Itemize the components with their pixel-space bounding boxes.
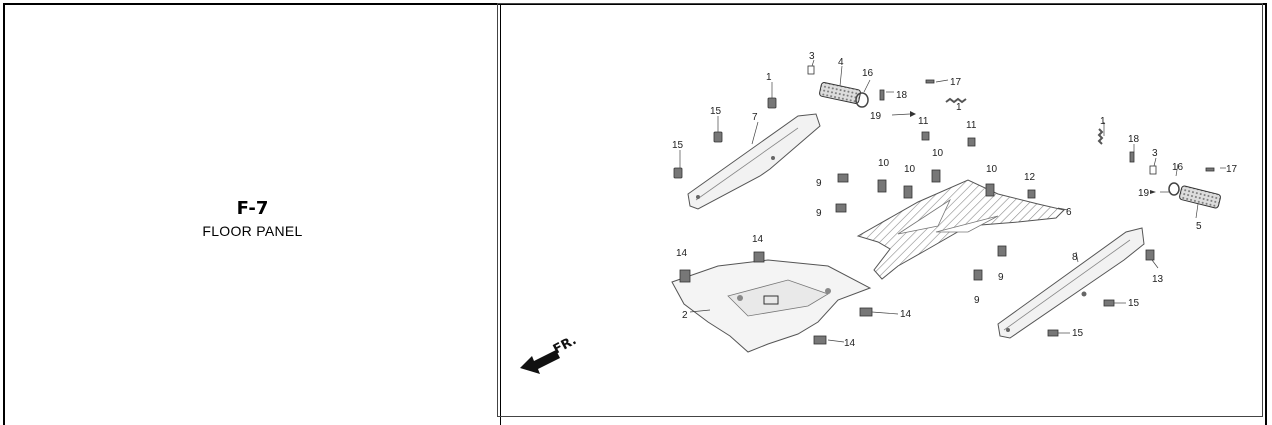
spring-parts (945, 97, 1104, 145)
callout-18: 18 (896, 90, 908, 101)
callout-2: 2 (682, 310, 688, 321)
exploded-parts-diagram: 1 2 3 4 5 6 7 8 9 10 11 12 13 14 15 16 1… (497, 3, 1263, 417)
callout-label: 10 (904, 164, 916, 175)
callout-15: 15 (710, 106, 722, 117)
leader-lines (679, 59, 1226, 343)
callout-label: 18 (1128, 134, 1140, 145)
callout-label: 1 (1100, 116, 1106, 127)
callout-7: 7 (752, 112, 758, 123)
callout-label: 14 (752, 234, 764, 245)
callout-label: 15 (1072, 328, 1084, 339)
parts-drawing: 1 2 3 4 5 6 7 8 9 10 11 12 13 14 15 16 1… (520, 51, 1238, 374)
callout-1: 1 (766, 72, 772, 83)
callout-labels: 1 2 3 4 5 6 7 8 9 10 11 12 13 14 15 16 1… (672, 51, 1238, 349)
callout-label: 17 (1226, 164, 1238, 175)
callout-8: 8 (1072, 252, 1078, 263)
callout-17: 17 (950, 77, 962, 88)
callout-label: 10 (986, 164, 998, 175)
callout-14: 14 (676, 248, 688, 259)
arrow-marks (910, 111, 1156, 194)
callout-13: 13 (1152, 274, 1164, 285)
callout-16: 16 (862, 68, 874, 79)
callout-label: 15 (672, 140, 684, 151)
footrest-right (1168, 182, 1221, 209)
callout-label: 14 (900, 309, 912, 320)
under-cover (671, 259, 872, 353)
callout-19: 19 (870, 111, 882, 122)
callout-label: 16 (1172, 162, 1184, 173)
main-floor-panel (856, 179, 1065, 280)
callout-label: 9 (816, 208, 822, 219)
right-side-rail (997, 227, 1145, 339)
section-title: FLOOR PANEL (202, 223, 303, 239)
callout-label: 10 (932, 148, 944, 159)
footrest-left (819, 82, 869, 108)
callout-12: 12 (1024, 172, 1036, 183)
callout-label: 3 (1152, 148, 1158, 159)
callout-4: 4 (838, 57, 844, 68)
page-frame: F-7 FLOOR PANEL (3, 3, 1267, 425)
callout-label: 9 (998, 272, 1004, 283)
callout-label: 19 (1138, 188, 1150, 199)
callout-5: 5 (1196, 221, 1202, 232)
callout-label: 9 (974, 295, 980, 306)
callout-label: 11 (966, 120, 977, 131)
callout-label: 1 (956, 102, 962, 113)
callout-label: 15 (1128, 298, 1140, 309)
section-code: F-7 (236, 198, 269, 219)
callout-label: 14 (844, 338, 856, 349)
front-direction-arrow: FR. (520, 333, 579, 374)
callout-10: 10 (878, 158, 890, 169)
callout-6: 6 (1066, 207, 1072, 218)
callout-11: 11 (918, 116, 929, 127)
left-side-rail (687, 113, 821, 210)
front-direction-label: FR. (551, 333, 579, 358)
callout-3: 3 (809, 51, 815, 62)
section-header-panel: F-7 FLOOR PANEL (5, 5, 501, 425)
callout-9: 9 (816, 178, 822, 189)
fasteners (673, 65, 1215, 345)
